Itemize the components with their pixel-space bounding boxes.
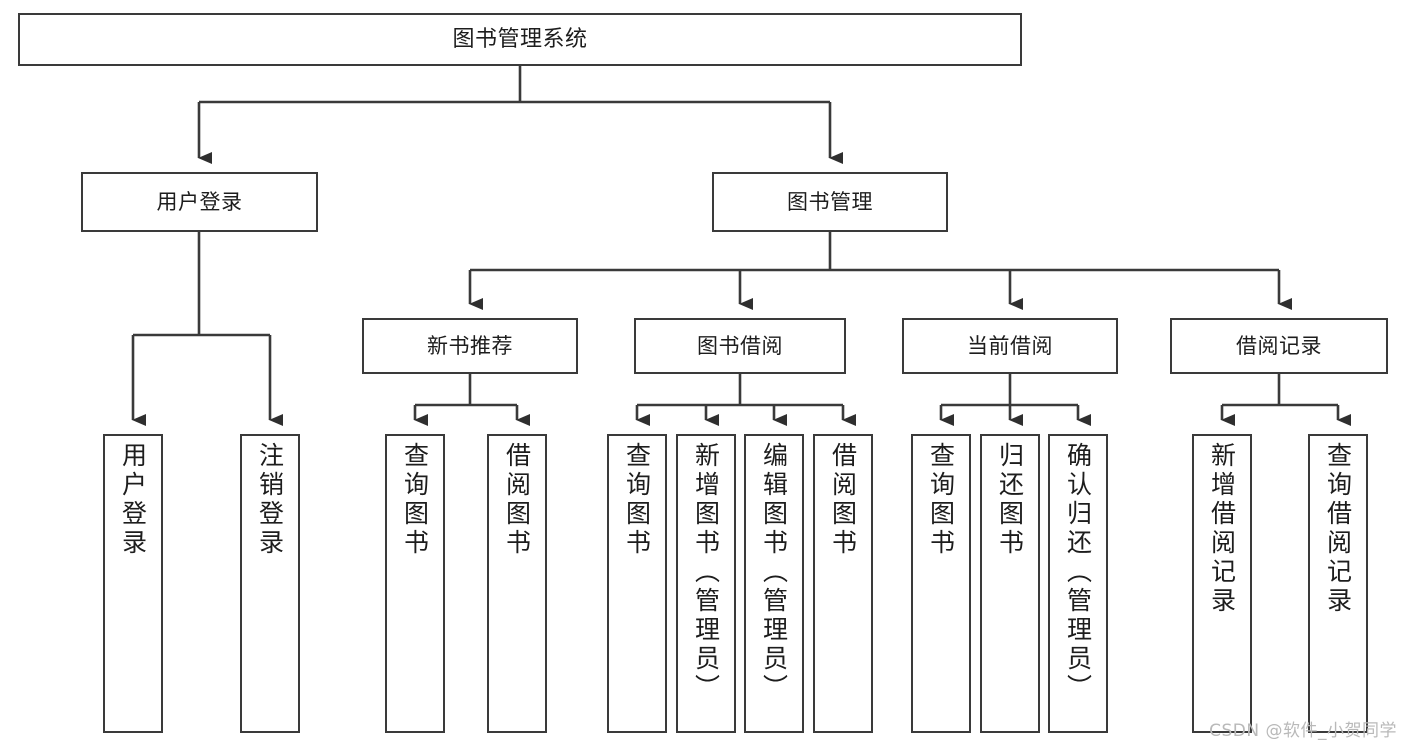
node-label: 查询图书 — [622, 442, 652, 558]
leaf-borrow-book-recommend[interactable]: 借阅图书 — [487, 434, 547, 733]
node-label: 新增图书（管理员） — [691, 442, 721, 703]
node-current-borrow[interactable]: 当前借阅 — [902, 318, 1118, 374]
node-label: 用户登录 — [156, 189, 243, 214]
leaf-confirm-return-admin[interactable]: 确认归还（管理员） — [1048, 434, 1108, 733]
node-label: 编辑图书（管理员） — [759, 442, 789, 703]
leaf-query-book-recommend[interactable]: 查询图书 — [385, 434, 445, 733]
node-label: 新增借阅记录 — [1207, 442, 1237, 616]
node-root-system[interactable]: 图书管理系统 — [18, 13, 1022, 66]
leaf-query-borrow-record[interactable]: 查询借阅记录 — [1308, 434, 1368, 733]
node-label: 查询图书 — [926, 442, 956, 558]
node-user-login[interactable]: 用户登录 — [81, 172, 318, 232]
node-label: 当前借阅 — [967, 333, 1053, 358]
node-new-book-recommend[interactable]: 新书推荐 — [362, 318, 578, 374]
node-label: 查询图书 — [400, 442, 430, 558]
node-label: 新书推荐 — [427, 333, 513, 358]
leaf-user-login[interactable]: 用户登录 — [103, 434, 163, 733]
csdn-watermark: CSDN @软件_小贺同学 — [1209, 721, 1397, 741]
node-label: 借阅图书 — [828, 442, 858, 558]
node-book-borrow[interactable]: 图书借阅 — [634, 318, 846, 374]
leaf-add-borrow-record[interactable]: 新增借阅记录 — [1192, 434, 1252, 733]
node-label: 图书管理 — [787, 189, 873, 214]
leaf-add-book-admin[interactable]: 新增图书（管理员） — [676, 434, 736, 733]
node-label: 借阅记录 — [1236, 333, 1322, 358]
leaf-logout-login[interactable]: 注销登录 — [240, 434, 300, 733]
leaf-return-book[interactable]: 归还图书 — [980, 434, 1040, 733]
node-label: 确认归还（管理员） — [1063, 442, 1093, 703]
leaf-query-book-current[interactable]: 查询图书 — [911, 434, 971, 733]
node-book-management[interactable]: 图书管理 — [712, 172, 948, 232]
node-label: 查询借阅记录 — [1323, 442, 1353, 616]
node-label: 图书借阅 — [697, 333, 783, 358]
node-label: 归还图书 — [995, 442, 1025, 558]
node-label: 借阅图书 — [502, 442, 532, 558]
node-label: 图书管理系统 — [452, 26, 588, 52]
node-label: 用户登录 — [118, 442, 148, 558]
leaf-edit-book-admin[interactable]: 编辑图书（管理员） — [744, 434, 804, 733]
node-label: 注销登录 — [255, 442, 285, 558]
node-borrow-record[interactable]: 借阅记录 — [1170, 318, 1388, 374]
leaf-query-book-borrow[interactable]: 查询图书 — [607, 434, 667, 733]
leaf-borrow-book[interactable]: 借阅图书 — [813, 434, 873, 733]
